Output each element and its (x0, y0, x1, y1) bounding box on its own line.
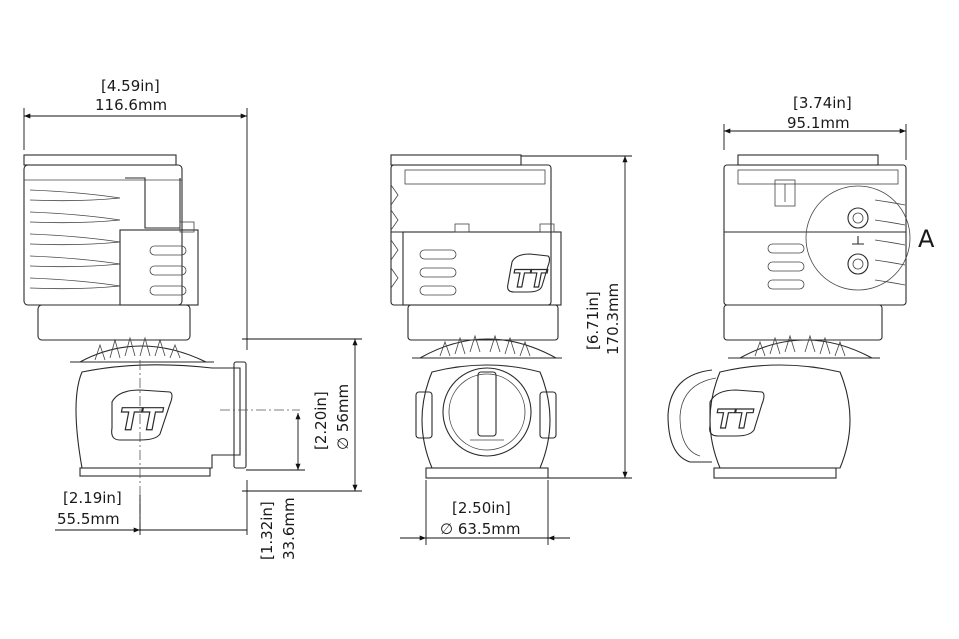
height-in: [6.71in] (584, 291, 602, 350)
left-offset-mm: 55.5mm (57, 510, 120, 528)
left-offset-in: [2.19in] (63, 489, 122, 507)
right-view: TT (667, 124, 911, 479)
svg-text:TT: TT (513, 265, 548, 293)
right-width-in: [3.74in] (793, 94, 852, 112)
center-view: TT (390, 154, 632, 545)
inlet-dia-mm: ∅ 63.5mm (440, 520, 520, 538)
outlet-dia-mm: ∅ 56mm (334, 384, 352, 450)
outlet-height-mm: 33.6mm (280, 497, 298, 560)
inlet-dia-in: [2.50in] (452, 499, 511, 517)
outlet-dia-in: [2.20in] (312, 391, 330, 450)
left-width-in: [4.59in] (101, 77, 160, 95)
svg-text:TT: TT (120, 403, 164, 438)
left-view: TT (23, 108, 362, 535)
right-width-mm: 95.1mm (787, 114, 850, 132)
height-mm: 170.3mm (604, 283, 622, 355)
detail-label: A (918, 225, 935, 253)
svg-text:TT: TT (716, 405, 754, 435)
outlet-height-in: [1.32in] (258, 501, 276, 560)
left-width-mm: 116.6mm (95, 96, 167, 114)
